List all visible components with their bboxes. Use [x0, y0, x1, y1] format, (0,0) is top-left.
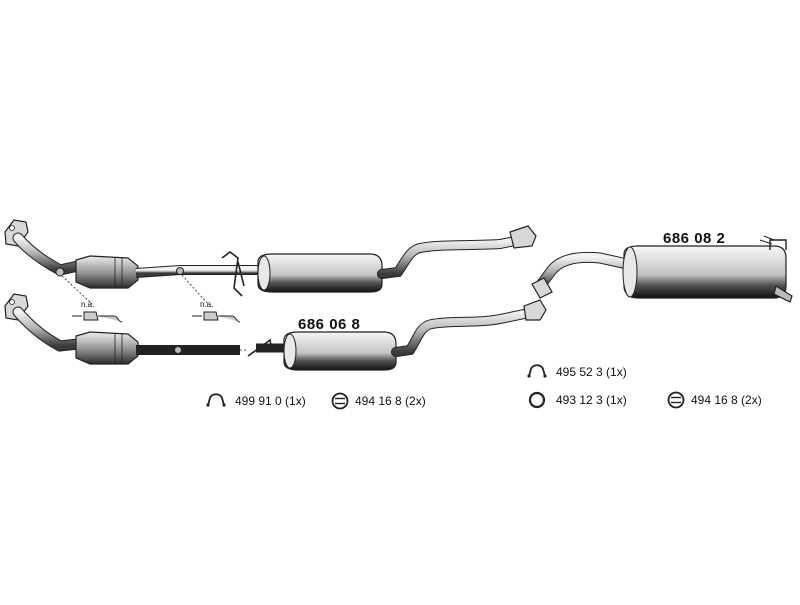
accessory-label: 495 52 3 (1x) [556, 365, 627, 379]
upper-exhaust-assembly [4, 219, 537, 297]
rubber-mount-icon [667, 391, 685, 409]
lower-exhaust-assembly [4, 293, 248, 365]
clamp-icon [527, 364, 547, 378]
clamp-icon [206, 393, 226, 407]
lambda-sensor-left [72, 311, 123, 323]
lower-catalyst [75, 331, 139, 365]
rear-silencer-686-08-2 [531, 235, 793, 303]
front-silencer-686-06-8 [247, 299, 547, 371]
accessory-label: 499 91 0 (1x) [235, 394, 306, 408]
part-number-rear-silencer: 686 08 2 [663, 230, 726, 247]
accessory-label: 494 16 8 (2x) [691, 393, 762, 407]
upper-silencer [257, 253, 383, 293]
part-number-front-silencer: 686 06 8 [298, 316, 361, 333]
ring-gasket-icon [528, 391, 546, 409]
rubber-mount-icon [331, 392, 349, 410]
accessory-label: 494 16 8 (2x) [355, 394, 426, 408]
sensor-note-right: n.a. [200, 300, 214, 309]
upper-catalyst [75, 255, 139, 289]
sensor-note-left: n.a. [81, 300, 95, 309]
lambda-sensors [61, 274, 241, 323]
accessory-label: 493 12 3 (1x) [556, 393, 627, 407]
lambda-sensor-right [192, 311, 241, 323]
